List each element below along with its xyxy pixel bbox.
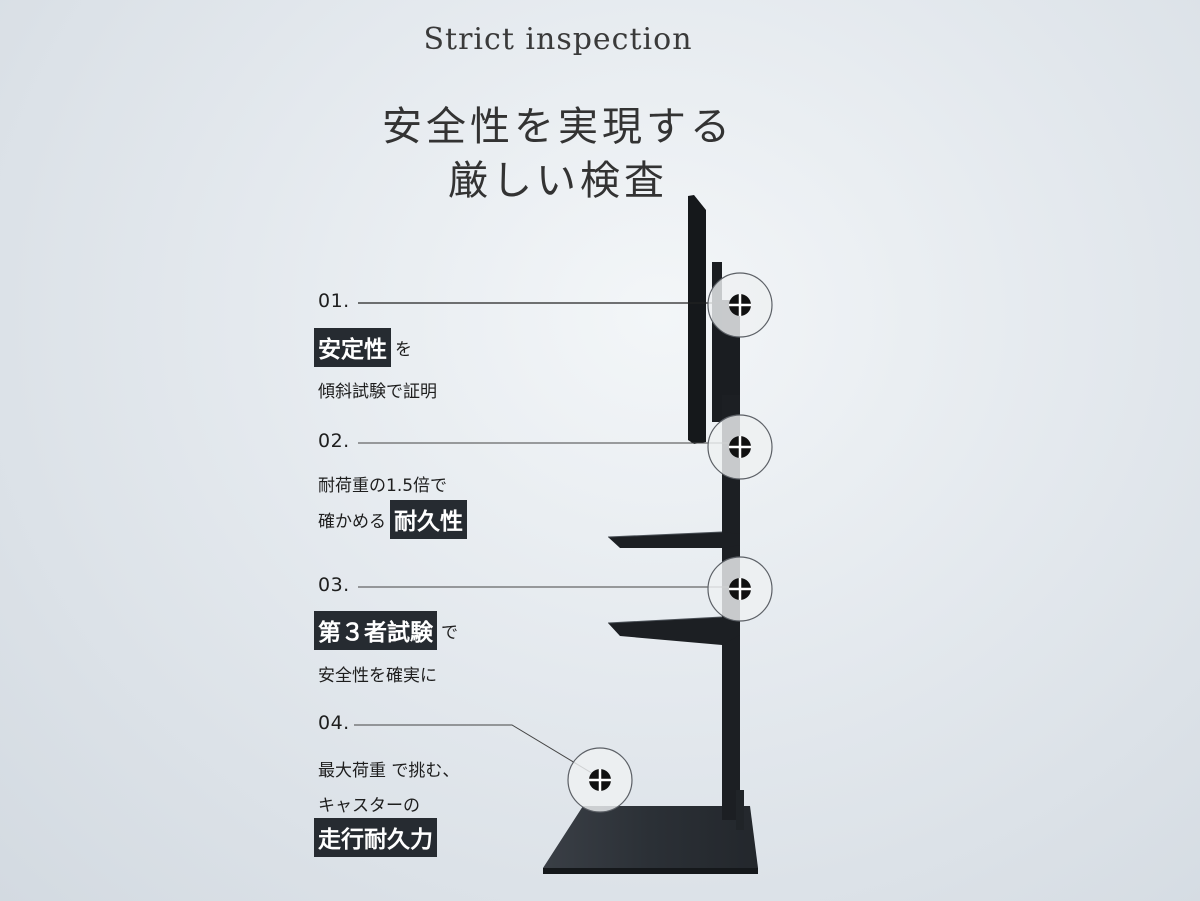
point-03-line-2: 安全性を確実に <box>318 666 437 686</box>
crosshair-circle-icon <box>567 747 633 813</box>
point-number-03: 03. <box>318 574 350 596</box>
crosshair-circle-icon <box>707 556 773 622</box>
highlight-badge: 安定性 <box>314 328 391 367</box>
highlight-badge: 耐久性 <box>390 500 467 539</box>
shelf-lower <box>607 616 740 645</box>
point-03-line-1-text: で <box>441 623 458 643</box>
point-01-line-1-text: を <box>395 340 412 360</box>
page-title-line-2: 厳しい検査 <box>448 158 668 204</box>
page-title-line-1: 安全性を実現する <box>382 104 734 150</box>
shelf-upper <box>607 531 740 548</box>
point-02-line-2: 確かめる耐久性 <box>318 500 471 539</box>
point-04-line-2: キャスターの <box>318 796 420 816</box>
point-01-line-1: 安定性を <box>314 328 412 367</box>
point-02-line-2-text: 確かめる <box>318 512 386 532</box>
crosshair-circle-icon <box>707 272 773 338</box>
point-03-line-1: 第３者試験で <box>314 611 458 650</box>
point-02-line-1: 耐荷重の1.5倍で <box>318 476 448 496</box>
point-04-line-3: 走行耐久力 <box>314 818 441 857</box>
point-04-line-1: 最大荷重 で挑む、 <box>318 761 460 781</box>
section-eyebrow: Strict inspection <box>423 22 693 57</box>
point-01-line-2: 傾斜試験で証明 <box>318 382 437 402</box>
stand-base <box>543 806 758 874</box>
point-number-04: 04. <box>318 712 350 734</box>
crosshair-circle-icon <box>707 414 773 480</box>
leader-line-04 <box>354 724 601 779</box>
highlight-badge: 走行耐久力 <box>314 818 437 857</box>
tv-panel <box>688 195 740 444</box>
point-number-01: 01. <box>318 290 350 312</box>
highlight-badge: 第３者試験 <box>314 611 437 650</box>
point-number-02: 02. <box>318 430 350 452</box>
